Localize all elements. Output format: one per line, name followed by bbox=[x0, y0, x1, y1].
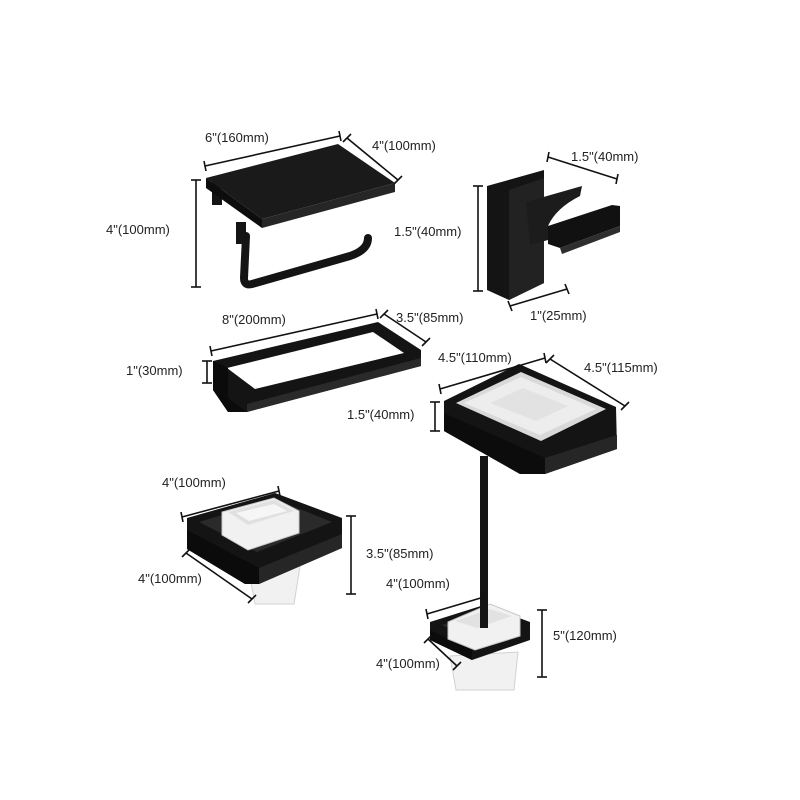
soap-dish-width-line bbox=[439, 357, 546, 390]
soap-dish-width-label: 4.5"(110mm) bbox=[438, 350, 512, 365]
paper-holder-depth-label: 4"(100mm) bbox=[372, 138, 436, 153]
paper-holder-shelf bbox=[206, 144, 395, 219]
paper-holder-height-label: 4"(100mm) bbox=[106, 222, 170, 237]
toilet-brush-handle bbox=[480, 456, 488, 628]
paper-holder-width-label: 6"(160mm) bbox=[205, 130, 269, 145]
toilet-paper-holder bbox=[206, 144, 395, 289]
toilet-brush-width-line bbox=[426, 596, 485, 615]
robe-hook-width-line bbox=[509, 288, 568, 307]
tumbler-width-label: 4"(100mm) bbox=[162, 475, 226, 490]
tumbler-height-label: 3.5"(85mm) bbox=[366, 546, 433, 561]
paper-holder-depth-line bbox=[346, 137, 399, 181]
toilet-brush-holder bbox=[430, 456, 530, 691]
robe-hook-depth-line bbox=[547, 156, 618, 180]
toilet-brush-depth-line bbox=[427, 638, 458, 667]
tumbler-depth-line bbox=[185, 552, 253, 600]
toilet-brush-width-label: 4"(100mm) bbox=[386, 576, 450, 591]
towel-bar-width-label: 8"(200mm) bbox=[222, 312, 286, 327]
robe-hook bbox=[487, 170, 620, 300]
towel-bar-height-label: 1"(30mm) bbox=[126, 363, 183, 378]
robe-hook-depth-label: 1.5"(40mm) bbox=[571, 149, 638, 164]
towel-bar-depth-line bbox=[383, 313, 427, 343]
soap-dish-height-label: 1.5"(40mm) bbox=[347, 407, 414, 422]
paper-holder-bar bbox=[240, 232, 372, 289]
robe-hook-arm bbox=[548, 205, 620, 248]
towel-bar-depth-label: 3.5"(85mm) bbox=[396, 310, 463, 325]
robe-hook-width-label: 1"(25mm) bbox=[530, 308, 587, 323]
toilet-brush-height-label: 5"(120mm) bbox=[553, 628, 617, 643]
tumbler-holder bbox=[187, 493, 342, 605]
soap-dish-depth-label: 4.5"(115mm) bbox=[584, 360, 658, 375]
toilet-brush-depth-label: 4"(100mm) bbox=[376, 656, 440, 671]
robe-hook-height-label: 1.5"(40mm) bbox=[394, 224, 461, 239]
towel-bar bbox=[213, 322, 421, 412]
toilet-brush-glass-cup bbox=[449, 651, 519, 691]
tumbler-depth-label: 4"(100mm) bbox=[138, 571, 202, 586]
paper-holder-width-line bbox=[204, 135, 341, 167]
tumbler-width-line bbox=[181, 490, 280, 518]
soap-dish-depth-line bbox=[549, 358, 626, 407]
towel-bar-width-line bbox=[210, 313, 378, 352]
soap-dish bbox=[444, 364, 617, 474]
